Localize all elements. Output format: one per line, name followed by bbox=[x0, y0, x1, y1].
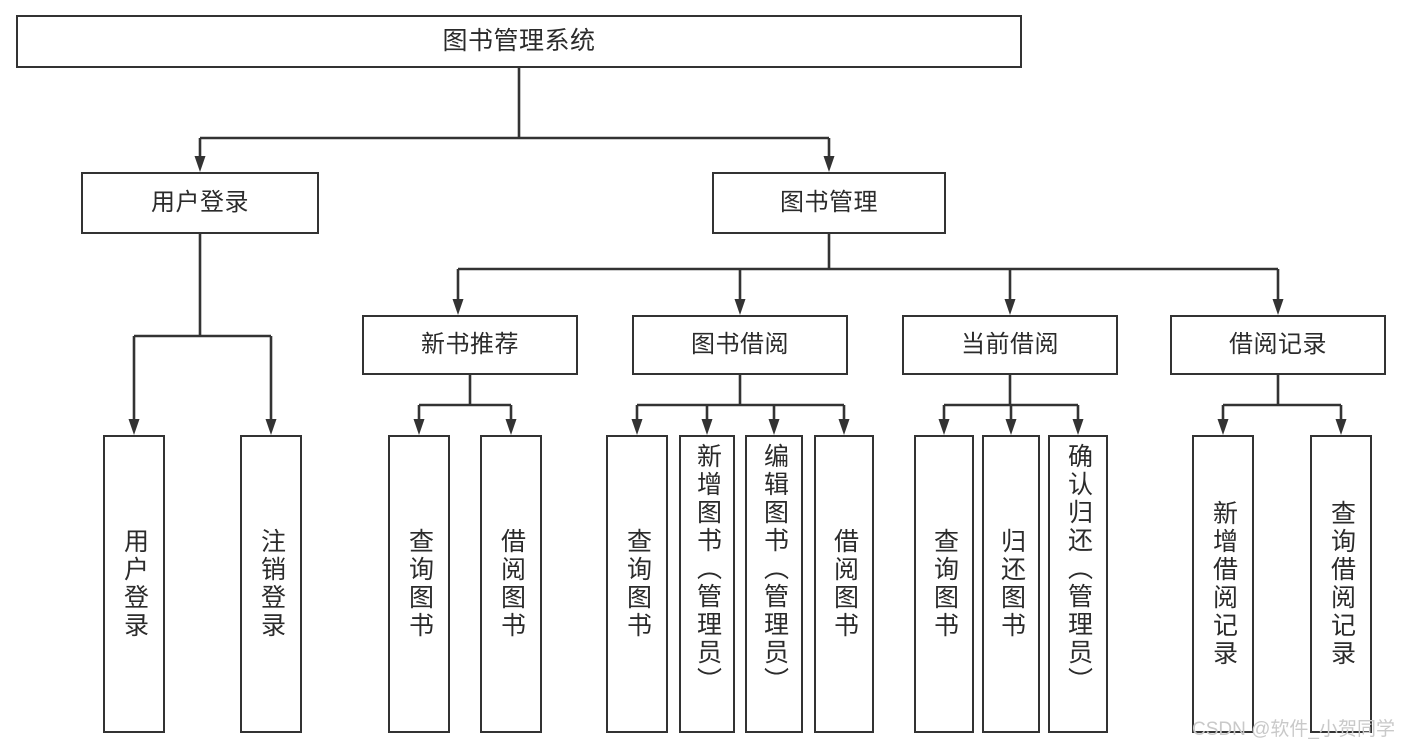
node-label-leaf-borrow-book-1: 借阅图书 bbox=[497, 528, 526, 640]
node-label-leaf-user-logout: 注销登录 bbox=[257, 528, 286, 640]
node-root[interactable]: 图书管理系统 bbox=[16, 15, 1022, 68]
arrow-head bbox=[1217, 419, 1229, 435]
node-book-manage[interactable]: 图书管理 bbox=[712, 172, 946, 234]
node-current-borrow[interactable]: 当前借阅 bbox=[902, 315, 1118, 375]
node-label-leaf-query-book-2: 查询图书 bbox=[623, 528, 652, 640]
node-label-leaf-query-book-1: 查询图书 bbox=[405, 528, 434, 640]
node-label-leaf-query-record: 查询借阅记录 bbox=[1327, 500, 1356, 668]
arrow-head bbox=[452, 299, 464, 315]
node-leaf-borrow-book-2[interactable]: 借阅图书 bbox=[814, 435, 874, 733]
node-label-book-manage: 图书管理 bbox=[780, 188, 878, 216]
node-label-leaf-add-book: 新增图书（管理员） bbox=[693, 443, 722, 695]
node-label-leaf-query-book-3: 查询图书 bbox=[930, 528, 959, 640]
node-label-current-borrow: 当前借阅 bbox=[961, 330, 1059, 358]
node-label-leaf-user-login: 用户登录 bbox=[120, 528, 149, 640]
node-leaf-borrow-book-1[interactable]: 借阅图书 bbox=[480, 435, 542, 733]
node-label-leaf-borrow-book-2: 借阅图书 bbox=[830, 528, 859, 640]
watermark: CSDN @软件_小贺同学 bbox=[1192, 719, 1395, 740]
node-leaf-user-logout[interactable]: 注销登录 bbox=[240, 435, 302, 733]
node-leaf-query-book-3[interactable]: 查询图书 bbox=[914, 435, 974, 733]
arrow-head bbox=[701, 419, 713, 435]
node-user-login[interactable]: 用户登录 bbox=[81, 172, 319, 234]
node-label-new-book-recommend: 新书推荐 bbox=[421, 330, 519, 358]
arrow-head bbox=[734, 299, 746, 315]
node-label-leaf-return-book: 归还图书 bbox=[997, 528, 1026, 640]
arrow-head bbox=[413, 419, 425, 435]
arrow-head bbox=[823, 156, 835, 172]
arrow-head bbox=[1335, 419, 1347, 435]
arrow-head bbox=[631, 419, 643, 435]
node-label-leaf-add-record: 新增借阅记录 bbox=[1209, 500, 1238, 668]
node-leaf-query-book-1[interactable]: 查询图书 bbox=[388, 435, 450, 733]
arrow-head bbox=[265, 419, 277, 435]
node-leaf-return-book[interactable]: 归还图书 bbox=[982, 435, 1040, 733]
node-borrow-record[interactable]: 借阅记录 bbox=[1170, 315, 1386, 375]
node-new-book-recommend[interactable]: 新书推荐 bbox=[362, 315, 578, 375]
arrow-head bbox=[838, 419, 850, 435]
node-label-leaf-edit-book: 编辑图书（管理员） bbox=[760, 443, 789, 695]
arrow-head bbox=[505, 419, 517, 435]
node-leaf-query-book-2[interactable]: 查询图书 bbox=[606, 435, 668, 733]
node-book-borrow[interactable]: 图书借阅 bbox=[632, 315, 848, 375]
node-leaf-user-login[interactable]: 用户登录 bbox=[103, 435, 165, 733]
arrow-head bbox=[938, 419, 950, 435]
node-label-book-borrow: 图书借阅 bbox=[691, 330, 789, 358]
node-leaf-confirm-return[interactable]: 确认归还（管理员） bbox=[1048, 435, 1108, 733]
arrow-head bbox=[1272, 299, 1284, 315]
node-label-leaf-confirm-return: 确认归还（管理员） bbox=[1064, 443, 1093, 695]
node-label-user-login: 用户登录 bbox=[151, 188, 249, 216]
arrow-head bbox=[194, 156, 206, 172]
node-leaf-query-record[interactable]: 查询借阅记录 bbox=[1310, 435, 1372, 733]
node-leaf-add-record[interactable]: 新增借阅记录 bbox=[1192, 435, 1254, 733]
arrow-head bbox=[128, 419, 140, 435]
node-label-borrow-record: 借阅记录 bbox=[1229, 330, 1327, 358]
arrow-head bbox=[1004, 299, 1016, 315]
arrow-head bbox=[1005, 419, 1017, 435]
node-leaf-add-book[interactable]: 新增图书（管理员） bbox=[679, 435, 735, 733]
node-leaf-edit-book[interactable]: 编辑图书（管理员） bbox=[745, 435, 803, 733]
arrow-head bbox=[1072, 419, 1084, 435]
arrow-head bbox=[768, 419, 780, 435]
node-label-root: 图书管理系统 bbox=[442, 26, 596, 55]
